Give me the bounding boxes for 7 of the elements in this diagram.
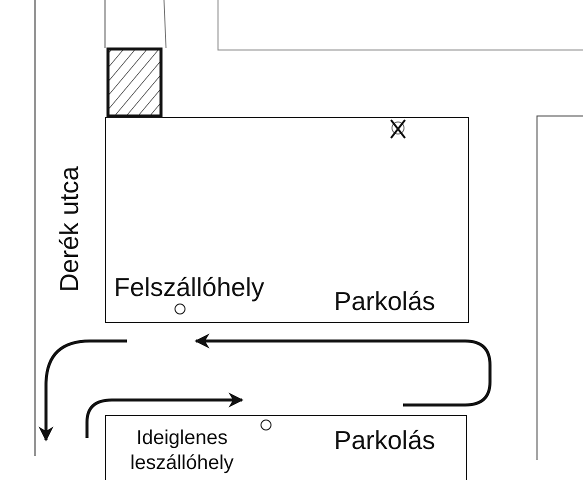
parking-block [105,415,467,480]
place-label: Parkolás [334,288,436,314]
place-label: Parkolás [334,427,436,453]
place-label: Felszállóhely [114,274,264,300]
parking-block [105,117,469,323]
street-name: Derék utca [56,166,82,292]
place-label: Ideiglenes leszállóhely [129,426,235,476]
